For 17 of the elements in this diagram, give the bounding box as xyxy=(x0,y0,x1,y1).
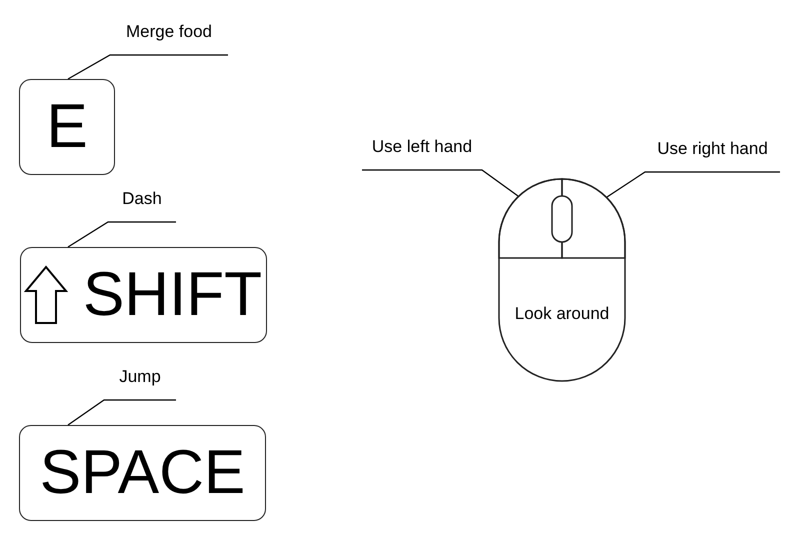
keyboard-key xyxy=(19,79,115,175)
leader-line xyxy=(68,221,176,248)
callout-label: Dash xyxy=(108,189,176,222)
key-label: SPACE xyxy=(40,442,246,504)
keyboard-key xyxy=(20,247,267,343)
callout-label: Merge food xyxy=(110,22,228,55)
leader-line xyxy=(68,399,176,426)
key-label: SHIFT xyxy=(82,264,262,326)
leader-line xyxy=(606,171,780,198)
callout-label: Use left hand xyxy=(362,137,482,170)
leader-line xyxy=(362,169,518,196)
key-label: E xyxy=(46,96,88,158)
mouse-label: Look around xyxy=(514,304,610,324)
callout-label: Use right hand xyxy=(645,139,780,172)
leader-line xyxy=(68,54,228,80)
callout-label: Jump xyxy=(104,367,176,400)
keyboard-key xyxy=(19,425,266,521)
